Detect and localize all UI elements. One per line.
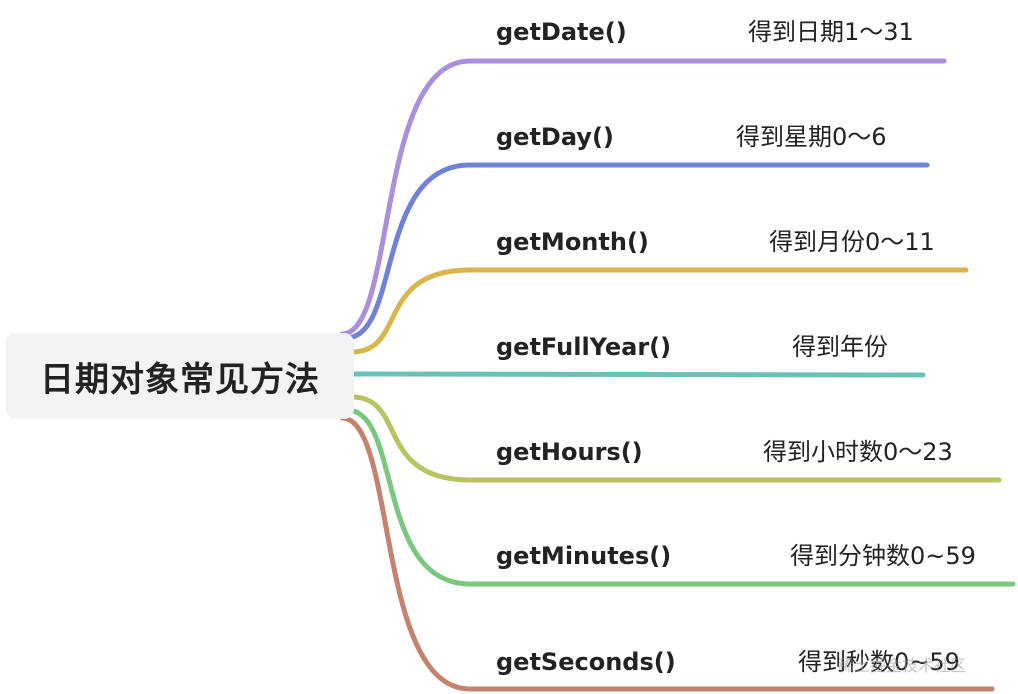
connector-getday — [343, 162, 930, 341]
desc-label-getdate: 得到日期1～31 — [748, 18, 914, 46]
connector-getminutes — [344, 407, 1016, 587]
connector-getfullyear — [351, 371, 926, 378]
method-label-gethours: getHours() — [496, 438, 643, 466]
desc-label-getseconds: 得到秒数0~59 — [798, 648, 960, 676]
connector-getmonth — [349, 267, 969, 355]
root-node: 日期对象常见方法 — [6, 333, 354, 419]
desc-label-getmonth: 得到月份0～11 — [769, 228, 935, 256]
method-label-getmonth: getMonth() — [496, 228, 649, 256]
desc-label-gethours: 得到小时数0～23 — [763, 438, 953, 466]
desc-label-getday: 得到星期0～6 — [736, 123, 887, 151]
connector-gethours — [349, 394, 1002, 483]
method-label-getdate: getDate() — [496, 18, 627, 46]
method-label-getminutes: getMinutes() — [496, 542, 672, 570]
method-label-getday: getDay() — [496, 123, 614, 151]
desc-label-getfullyear: 得到年份 — [792, 333, 888, 361]
method-label-getfullyear: getFullYear() — [496, 333, 672, 361]
watermark: 稀土掘金技术社区 — [838, 656, 967, 675]
desc-label-getminutes: 得到分钟数0~59 — [790, 542, 976, 570]
method-label-getseconds: getSeconds() — [496, 648, 676, 676]
root-label: 日期对象常见方法 — [40, 359, 320, 400]
connector-getdate — [339, 58, 947, 337]
connector-getseconds — [339, 415, 995, 692]
